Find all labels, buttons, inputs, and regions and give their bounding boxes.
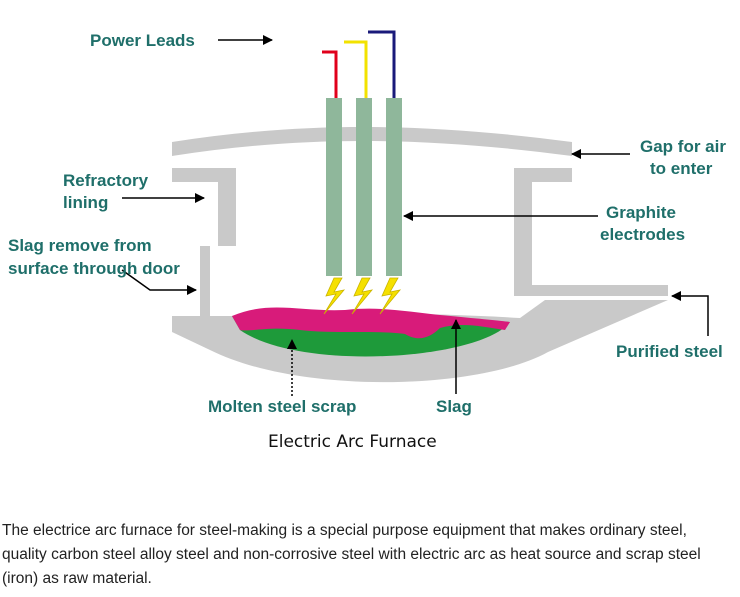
- diagram-title: Electric Arc Furnace: [268, 432, 437, 452]
- label-purified-steel: Purified steel: [616, 342, 723, 361]
- power-lead-red: [322, 50, 338, 98]
- furnace-diagram: Power Leads Refractory lining Slag remov…: [8, 30, 726, 452]
- label-slag: Slag: [436, 397, 472, 416]
- slag-layer: [232, 307, 510, 339]
- arrow-slag-remove: [121, 269, 197, 295]
- label-refractory-line2: lining: [63, 193, 108, 212]
- furnace-roof: [172, 127, 572, 156]
- label-refractory-line1: Refractory: [63, 171, 149, 190]
- label-graphite-line1: Graphite: [606, 203, 676, 222]
- label-slag-remove-line1: Slag remove from: [8, 236, 152, 255]
- label-slag-remove-line2: surface through door: [8, 259, 180, 278]
- power-lead-blue: [368, 30, 396, 98]
- furnace-right-wall: [514, 168, 668, 296]
- arc-bolt-left: [323, 277, 346, 315]
- furnace-left-wall: [172, 168, 236, 246]
- label-gap-air-line2: to enter: [650, 159, 713, 178]
- description-paragraph: The electrice arc furnace for steel-maki…: [2, 522, 701, 587]
- furnace-door: [200, 246, 210, 316]
- arc-bolt-right: [379, 277, 402, 315]
- electrode-left: [326, 98, 342, 276]
- arrow-purified-steel: [671, 291, 709, 336]
- label-graphite-line2: electrodes: [600, 225, 685, 244]
- electrode-right: [386, 98, 402, 276]
- label-power-leads: Power Leads: [90, 31, 195, 50]
- label-gap-air-line1: Gap for air: [640, 137, 726, 156]
- electrode-middle: [356, 98, 372, 276]
- arc-bolt-middle: [351, 277, 374, 315]
- power-lead-yellow: [344, 40, 368, 98]
- label-molten-steel: Molten steel scrap: [208, 397, 356, 416]
- furnace-diagram-svg: Power Leads Refractory lining Slag remov…: [8, 30, 726, 452]
